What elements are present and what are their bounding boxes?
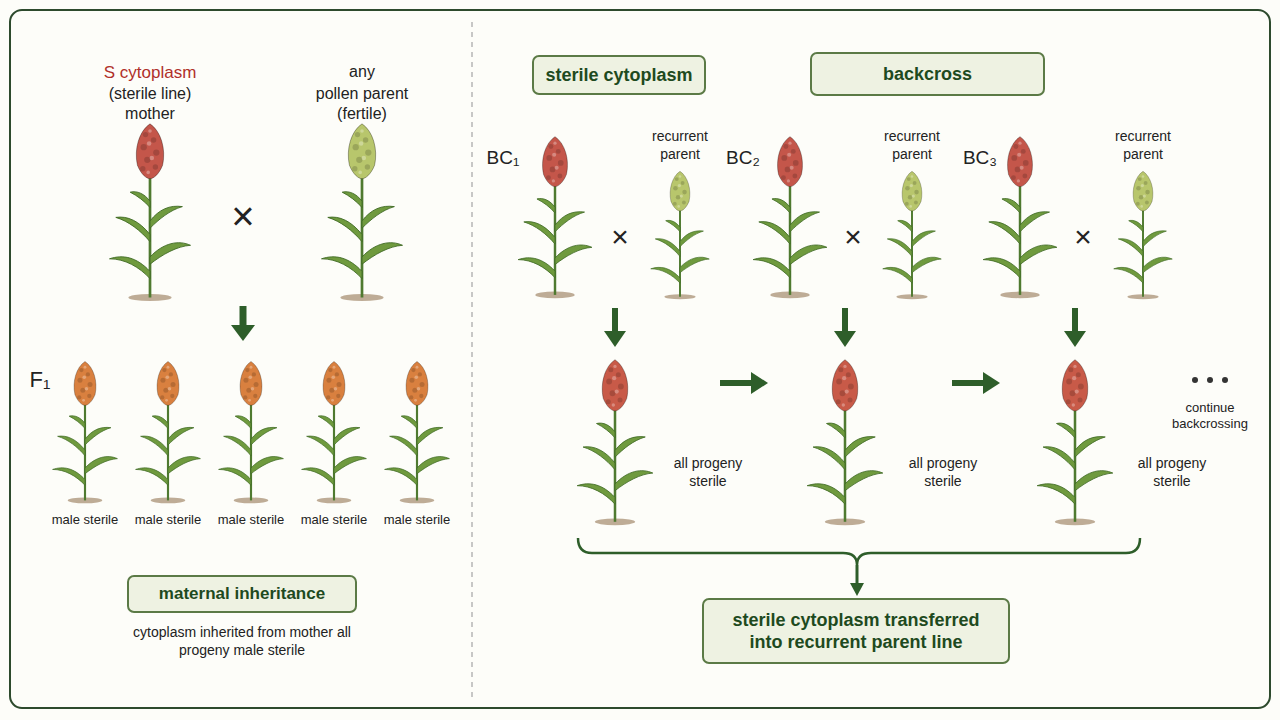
down-arrow	[240, 306, 247, 326]
parent-note: recurrent parent	[1101, 128, 1185, 163]
generation-label: BC₁	[487, 146, 520, 170]
box-label: sterile cytoplasm	[545, 64, 692, 87]
progeny-plant	[1037, 360, 1113, 525]
plant-caption: male sterile	[384, 512, 450, 528]
right-arrow	[720, 380, 752, 386]
cross-sign: ×	[844, 222, 862, 252]
arrow-head	[604, 331, 626, 347]
parent-note: any	[349, 62, 375, 82]
label-box: sterile cytoplasm	[532, 55, 706, 95]
arrow-head	[231, 325, 255, 341]
plant-caption: male sterile	[301, 512, 367, 528]
cross-sign: ×	[1074, 222, 1092, 252]
arrow-head	[1064, 331, 1086, 347]
sterile-plant	[753, 137, 827, 299]
parent-note: recurrent parent	[870, 128, 954, 163]
bracket	[578, 538, 1140, 565]
parent-note: mother	[125, 104, 175, 124]
parent-note: (fertile)	[337, 104, 387, 124]
f1-plant	[53, 361, 118, 503]
arrows	[231, 306, 1140, 596]
label-box: sterile cytoplasm transferred into recur…	[702, 598, 1010, 664]
box-label: backcross	[883, 63, 972, 86]
divider	[471, 22, 473, 698]
parent-note: pollen parent	[316, 84, 409, 104]
arrow-head	[751, 372, 768, 394]
sterile-plant	[110, 124, 191, 301]
sterile-plant	[518, 137, 592, 299]
progeny-plant	[807, 360, 883, 525]
generation-label: F₁	[30, 366, 51, 394]
fertile-plant	[322, 124, 403, 301]
arrow-head	[983, 372, 1000, 394]
note-text: continue backcrossing	[1162, 400, 1258, 433]
down-arrow	[612, 308, 618, 332]
progeny-plant	[577, 360, 653, 525]
right-arrow	[952, 380, 984, 386]
f1-plant	[136, 361, 201, 503]
cytoplasm-type: S cytoplasm	[104, 62, 197, 83]
cross-sign: ×	[611, 222, 629, 252]
down-arrow	[842, 308, 848, 332]
f1-plant	[385, 361, 450, 503]
plant-caption: male sterile	[52, 512, 118, 528]
plant-caption: all progeny sterile	[1125, 455, 1220, 490]
plant-caption: all progeny sterile	[661, 455, 756, 490]
recurrent-plant	[1114, 171, 1173, 299]
f1-plant	[302, 361, 367, 503]
arrow-head	[850, 583, 864, 596]
parent-note: recurrent parent	[638, 128, 722, 163]
note-text: cytoplasm inherited from mother all prog…	[131, 624, 353, 659]
plant-caption: male sterile	[218, 512, 284, 528]
box-label: maternal inheritance	[159, 583, 325, 604]
plant-caption: all progeny sterile	[896, 455, 991, 490]
recurrent-plant	[883, 171, 942, 299]
down-arrow	[856, 565, 859, 584]
generation-label: BC₂	[726, 146, 760, 170]
label-box: maternal inheritance	[127, 575, 357, 613]
plant-caption: male sterile	[135, 512, 201, 528]
box-label: sterile cytoplasm transferred into recur…	[714, 609, 998, 654]
ellipsis-dots	[1192, 377, 1228, 383]
parent-note: (sterile line)	[109, 84, 192, 104]
down-arrow	[1072, 308, 1078, 332]
recurrent-plant	[651, 171, 710, 299]
outer-frame	[10, 10, 1270, 708]
f1-plant	[219, 361, 284, 503]
label-box: backcross	[810, 52, 1045, 96]
cross-sign: ×	[231, 196, 254, 236]
arrow-head	[834, 331, 856, 347]
generation-label: BC₃	[963, 146, 997, 170]
